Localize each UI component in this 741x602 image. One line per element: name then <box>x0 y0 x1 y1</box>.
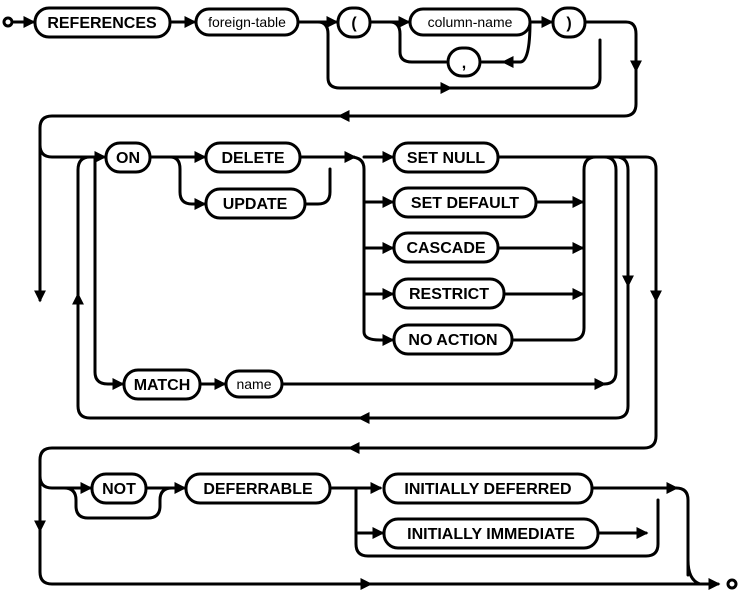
node-name-label: name <box>236 376 271 392</box>
node-deferrable-label: DEFERRABLE <box>203 481 313 498</box>
end-node-icon <box>726 578 738 590</box>
node-comma-label: , <box>462 55 466 72</box>
node-set-null-label: SET NULL <box>407 150 485 167</box>
node-column-name: column-name <box>408 7 532 37</box>
node-on: ON <box>104 141 152 174</box>
node-cascade: CASCADE <box>392 231 500 264</box>
node-no-action: NO ACTION <box>392 323 514 356</box>
node-set-default-label: SET DEFAULT <box>411 195 519 212</box>
node-references-label: REFERENCES <box>47 15 157 32</box>
node-rparen-label: ) <box>566 15 571 32</box>
node-lparen-label: ( <box>351 15 357 32</box>
node-references: REFERENCES <box>33 6 172 39</box>
node-set-default: SET DEFAULT <box>392 186 538 219</box>
node-lparen: ( <box>336 6 372 39</box>
connector-lines <box>12 16 721 590</box>
node-name: name <box>224 369 284 399</box>
node-delete-label: DELETE <box>221 150 284 167</box>
node-no-action-label: NO ACTION <box>408 332 497 349</box>
node-initially-immediate-label: INITIALLY IMMEDIATE <box>407 526 575 543</box>
node-foreign-table: foreign-table <box>194 7 300 37</box>
node-initially-deferred-label: INITIALLY DEFERRED <box>404 481 571 498</box>
node-cascade-label: CASCADE <box>406 240 485 257</box>
node-restrict-label: RESTRICT <box>409 286 489 303</box>
node-comma: , <box>446 46 482 78</box>
node-deferrable: DEFERRABLE <box>184 472 332 505</box>
node-foreign-table-label: foreign-table <box>208 14 286 30</box>
node-match: MATCH <box>122 368 202 401</box>
node-initially-immediate: INITIALLY IMMEDIATE <box>382 517 600 550</box>
node-restrict: RESTRICT <box>392 277 506 310</box>
node-not: NOT <box>90 472 148 505</box>
start-node-icon <box>2 16 14 28</box>
node-not-label: NOT <box>102 481 136 498</box>
node-initially-deferred: INITIALLY DEFERRED <box>382 472 594 505</box>
node-rparen: ) <box>551 6 587 39</box>
node-set-null: SET NULL <box>392 141 500 174</box>
node-on-label: ON <box>116 150 140 167</box>
node-update: UPDATE <box>204 187 307 220</box>
node-column-name-label: column-name <box>428 14 513 30</box>
node-update-label: UPDATE <box>223 196 288 213</box>
node-match-label: MATCH <box>134 377 191 394</box>
node-delete: DELETE <box>204 141 302 174</box>
